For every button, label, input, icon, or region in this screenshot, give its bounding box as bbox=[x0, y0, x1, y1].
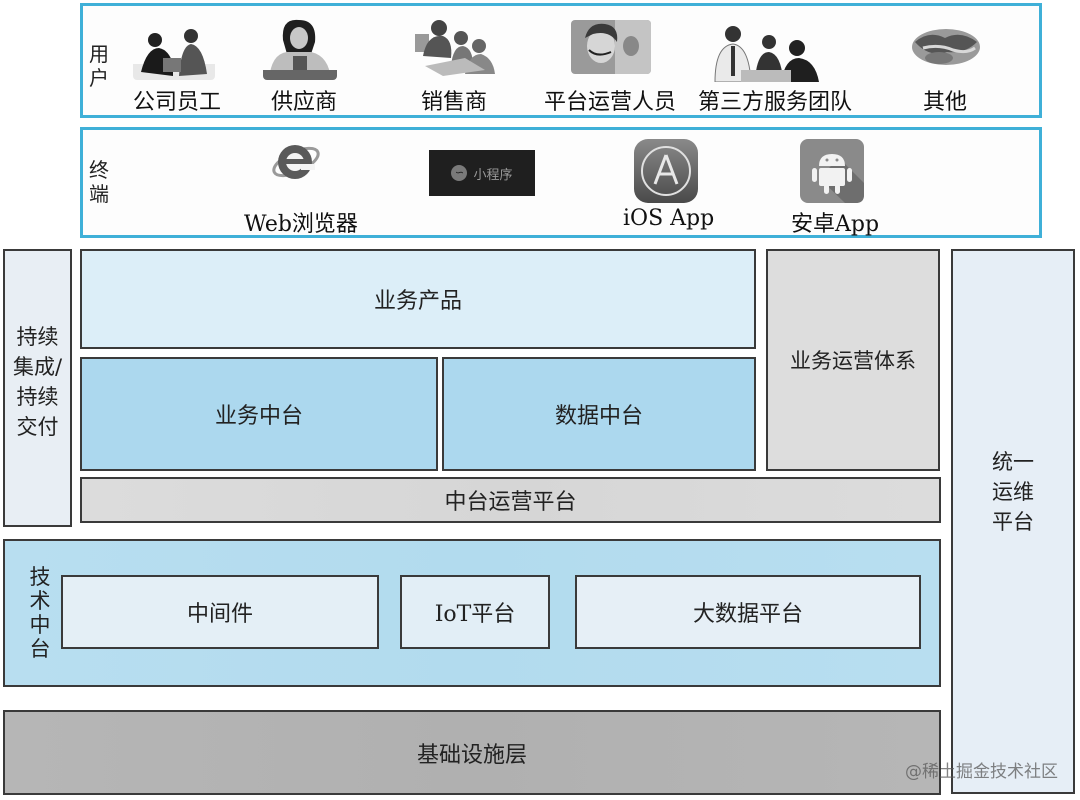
mini-program-icon: ∽ bbox=[451, 165, 468, 181]
ci-cd-line: 持续 bbox=[16, 385, 59, 409]
unified-ops-line: 运维 bbox=[992, 480, 1034, 504]
infrastructure-layer-label: 基础设施层 bbox=[416, 742, 527, 768]
terminal-item-label: 安卓App bbox=[791, 212, 880, 237]
tech-middle-title-char: 技 bbox=[29, 565, 51, 589]
users-panel: 用户 公司员工 供应商 bbox=[80, 3, 1042, 118]
middleware-label: 中间件 bbox=[186, 602, 253, 627]
ci-cd-label: 持续 集成/ 持续 交付 bbox=[13, 322, 62, 442]
user-item-label: 平台运营人员 bbox=[544, 90, 677, 115]
supplier-photo-icon bbox=[263, 19, 337, 80]
ci-cd-line: 交付 bbox=[16, 415, 59, 439]
terminals-title-text: 终端 bbox=[89, 158, 109, 206]
user-item-label: 公司员工 bbox=[133, 90, 222, 115]
data-middle-platform-block: 数据中台 bbox=[442, 357, 756, 471]
operator-photo-icon bbox=[571, 20, 651, 74]
big-data-platform-block: 大数据平台 bbox=[575, 575, 921, 649]
seller-photo-icon bbox=[415, 20, 495, 76]
tech-middle-platform-block: 技 术 中 台 中间件 IoT平台 大数据平台 bbox=[3, 539, 941, 687]
business-ops-system-label: 业务运营体系 bbox=[790, 349, 916, 373]
middle-ops-platform-block: 中台运营平台 bbox=[80, 477, 941, 523]
business-products-block: 业务产品 bbox=[80, 249, 756, 349]
middleware-block: 中间件 bbox=[61, 575, 379, 649]
iot-platform-label: IoT平台 bbox=[434, 602, 516, 627]
third-party-team-photo-icon bbox=[714, 26, 819, 82]
user-item-label: 销售商 bbox=[421, 90, 488, 115]
mini-program-text: 小程序 bbox=[473, 167, 513, 183]
app-store-icon bbox=[634, 139, 698, 203]
android-icon bbox=[800, 139, 864, 203]
watermark: @稀土掘金技术社区 bbox=[905, 762, 1058, 782]
business-middle-platform-block: 业务中台 bbox=[80, 357, 438, 471]
middle-ops-platform-label: 中台运营平台 bbox=[444, 490, 577, 515]
mini-program-badge: ∽ 小程序 bbox=[429, 150, 535, 196]
tech-middle-platform-title: 技 术 中 台 bbox=[27, 565, 53, 661]
infrastructure-layer-block: 基础设施层 bbox=[3, 710, 941, 795]
ci-cd-line: 集成/ bbox=[12, 355, 63, 379]
unified-ops-line: 平台 bbox=[992, 510, 1034, 534]
unified-ops-platform-column: 统一 运维 平台 bbox=[951, 249, 1075, 794]
business-ops-system-block: 业务运营体系 bbox=[766, 249, 940, 471]
users-title: 用户 bbox=[89, 42, 113, 90]
terminal-item-label: Web浏览器 bbox=[244, 212, 358, 237]
users-title-text: 用户 bbox=[89, 42, 109, 90]
terminals-panel: 终端 Web浏览器 ∽ 小程序 iOS A bbox=[80, 127, 1042, 238]
tech-middle-title-char: 台 bbox=[29, 637, 51, 661]
ie-browser-icon bbox=[272, 145, 320, 179]
terminal-item-label: iOS App bbox=[623, 206, 715, 231]
big-data-platform-label: 大数据平台 bbox=[692, 602, 803, 627]
business-middle-platform-label: 业务中台 bbox=[214, 404, 303, 429]
user-item-label: 第三方服务团队 bbox=[698, 90, 853, 115]
terminals-title: 终端 bbox=[89, 158, 113, 206]
ci-cd-line: 持续 bbox=[16, 325, 59, 349]
iot-platform-block: IoT平台 bbox=[400, 575, 550, 649]
unified-ops-line: 统一 bbox=[992, 450, 1034, 474]
user-item-label: 供应商 bbox=[271, 90, 338, 115]
tech-middle-title-char: 中 bbox=[29, 613, 51, 637]
user-item-label: 其他 bbox=[923, 90, 968, 115]
business-products-label: 业务产品 bbox=[373, 289, 462, 314]
unified-ops-platform-label: 统一 运维 平台 bbox=[992, 447, 1034, 537]
tech-middle-title-char: 术 bbox=[29, 589, 51, 613]
ci-cd-column: 持续 集成/ 持续 交付 bbox=[3, 249, 72, 527]
handshake-photo-icon bbox=[912, 29, 980, 65]
employees-photo-icon bbox=[133, 29, 215, 80]
data-middle-platform-label: 数据中台 bbox=[554, 404, 643, 429]
